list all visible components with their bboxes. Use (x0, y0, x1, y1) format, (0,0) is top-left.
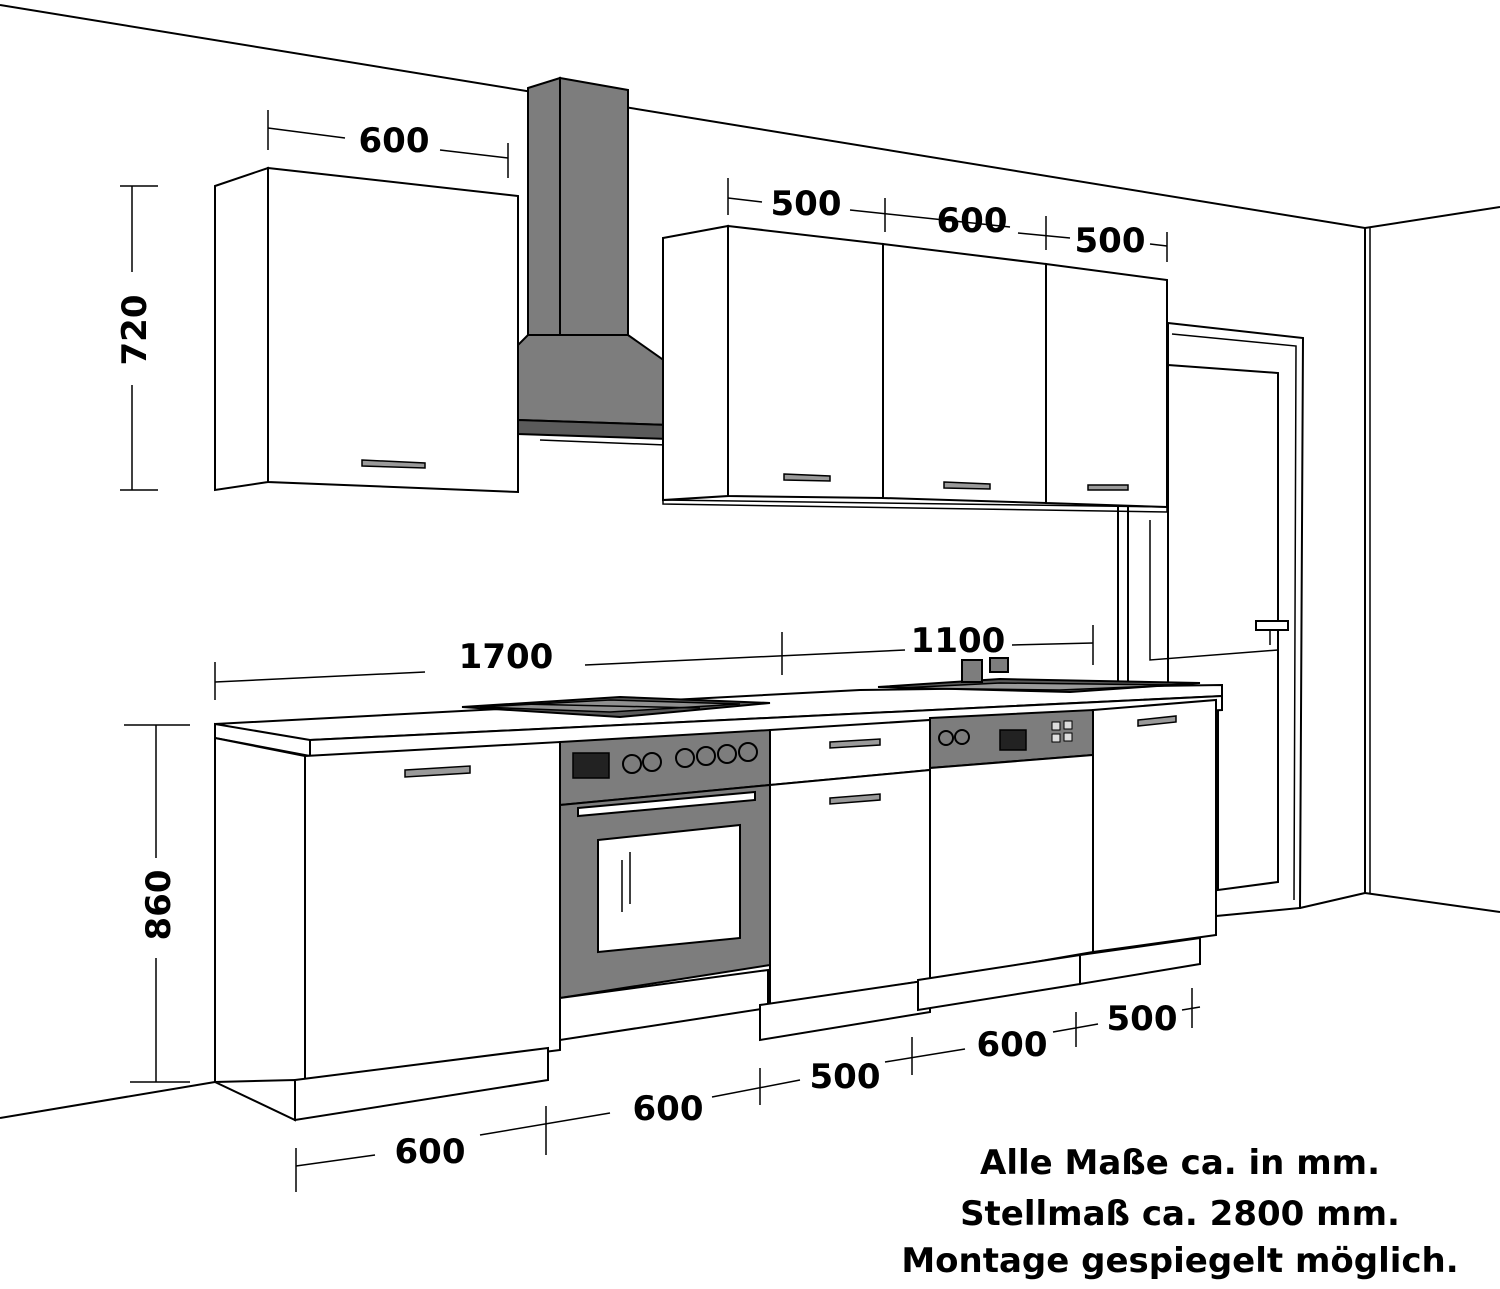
note-line-3: Montage gespiegelt möglich. (901, 1241, 1458, 1281)
cabinet-handle (783, 473, 831, 482)
dishwasher-display-icon (999, 729, 1027, 751)
dimension-lines (120, 110, 1201, 1192)
cabinet-handle (943, 481, 991, 490)
dim-upper-left-width: 600 (359, 121, 430, 161)
dishwasher-knob-icon (954, 729, 970, 745)
dim-base-3: 500 (810, 1057, 881, 1097)
dishwasher-knob-icon (938, 730, 954, 746)
door-handle-icon (1255, 620, 1289, 631)
oven-knob-icon (717, 744, 737, 764)
faucet-icon (961, 659, 983, 683)
oven-knob-icon (622, 754, 642, 774)
oven-knob-icon (696, 746, 716, 766)
base-cabinet-5 (1079, 698, 1217, 986)
notes: Alle Maße ca. in mm. Stellmaß ca. 2800 m… (901, 1143, 1458, 1281)
oven-knob-icon (675, 748, 695, 768)
dim-upper-right-2: 600 (937, 201, 1008, 241)
dim-base-2: 600 (633, 1089, 704, 1129)
oven-handle (577, 790, 756, 818)
dim-upper-right-3: 500 (1075, 221, 1146, 261)
oven-display-icon (572, 752, 610, 779)
note-line-2: Stellmaß ca. 2800 mm. (960, 1194, 1400, 1234)
door (1149, 321, 1305, 918)
note-line-1: Alle Maße ca. in mm. (980, 1143, 1380, 1183)
room-walls (0, 4, 1500, 1119)
dim-base-5: 500 (1107, 999, 1178, 1039)
dim-base-1: 600 (395, 1132, 466, 1172)
dim-base-height: 860 (139, 870, 179, 941)
dishwasher (917, 708, 1094, 1012)
upper-right-cabinets (662, 224, 1168, 513)
cabinet-handle (404, 765, 471, 778)
drawer-handle (829, 738, 881, 749)
cabinet-handle (829, 793, 881, 805)
dim-upper-right-1: 500 (771, 184, 842, 224)
water-pipe (1117, 505, 1129, 690)
cabinet-handle (361, 459, 426, 469)
oven (559, 728, 771, 1042)
oven-knob-icon (642, 752, 662, 772)
dim-upper-height: 720 (115, 295, 155, 366)
dim-counter-right: 1100 (911, 621, 1006, 661)
dim-counter-left: 1700 (459, 637, 554, 677)
oven-window (597, 823, 741, 954)
dim-base-4: 600 (977, 1025, 1048, 1065)
cabinet-handle (1087, 484, 1129, 491)
cooktop (461, 695, 771, 719)
base-cabinet-3 (759, 718, 931, 1042)
dimension-labels: 600 720 500 600 500 1700 1100 860 600 60… (115, 121, 1177, 1172)
sink (877, 657, 1201, 694)
base-cabinet-1 (214, 736, 561, 1122)
oven-knob-icon (738, 742, 758, 762)
cabinet-handle (1137, 715, 1177, 727)
upper-left-cabinet (214, 166, 519, 494)
